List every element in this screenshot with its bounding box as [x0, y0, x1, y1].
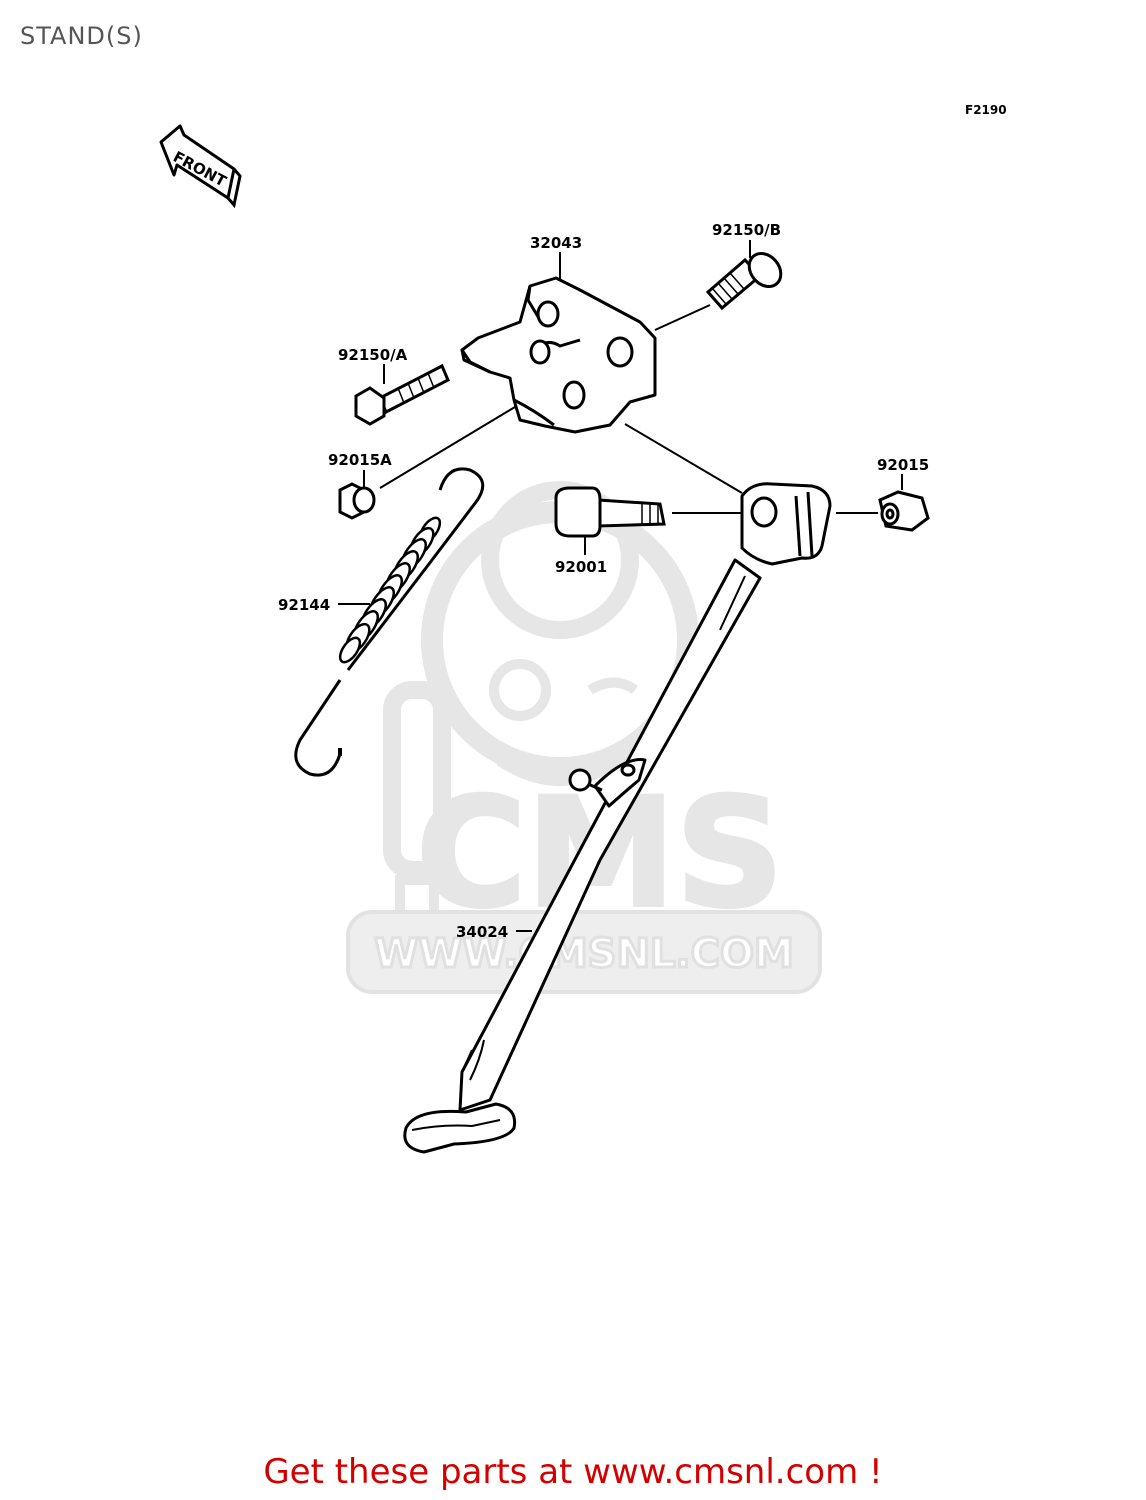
label-92150a: 92150/A: [338, 346, 408, 364]
label-92001: 92001: [555, 558, 607, 576]
label-92015: 92015: [877, 456, 929, 474]
label-34024: 34024: [456, 923, 508, 941]
label-32043: 32043: [530, 234, 582, 252]
part-32043-bracket: [460, 276, 657, 434]
part-34024-side-stand: [403, 482, 832, 1154]
part-92150a-bolt: [354, 363, 450, 426]
front-direction-arrow-icon: FRONT: [159, 124, 242, 209]
part-92015a-nut: [338, 482, 376, 520]
footer-promo-text: Get these parts at www.cmsnl.com !: [263, 1452, 883, 1492]
label-92015a: 92015A: [328, 451, 392, 469]
label-92144: 92144: [278, 596, 330, 614]
part-92001-pivot-bolt: [554, 486, 666, 538]
page-title: STAND(S): [20, 22, 143, 50]
part-92015-nut: [878, 490, 930, 532]
label-92150b: 92150/B: [712, 221, 781, 239]
figure-code: F2190: [965, 103, 1007, 117]
part-92144-spring: [294, 467, 485, 777]
watermark-url-text: WWW.CMSNL.COM: [374, 931, 794, 977]
part-92150b-bolt: [705, 252, 783, 311]
